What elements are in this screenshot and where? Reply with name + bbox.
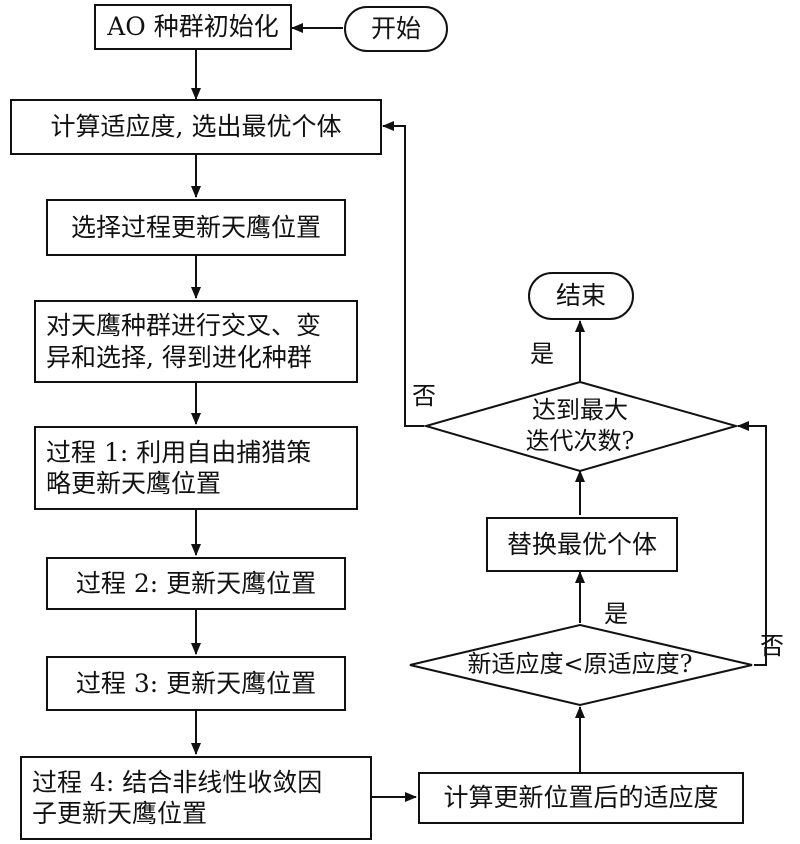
step1-line1: 过程 1: 利用自由捕猎策 (46, 437, 312, 467)
step2-box: 过程 2: 更新天鹰位置 (46, 557, 346, 610)
end-label: 结束 (555, 281, 606, 311)
init-box: AO 种群初始化 (94, 4, 292, 50)
evolve-line2: 异和选择, 得到进化种群 (46, 342, 312, 372)
init-label: AO 种群初始化 (107, 12, 279, 42)
replace-label: 替换最优个体 (506, 529, 657, 559)
maxiter-line2: 迭代次数? (525, 427, 635, 456)
evolve-line1: 对天鹰种群进行交叉、变 (46, 311, 322, 341)
select-box: 选择过程更新天鹰位置 (46, 199, 346, 256)
maxiter-text: 达到最大 迭代次数? (480, 395, 680, 457)
step1-box: 过程 1: 利用自由捕猎策 略更新天鹰位置 (34, 426, 358, 510)
step4-line1: 过程 4: 结合非线性收敛因 (32, 767, 323, 797)
step4-box: 过程 4: 结合非线性收敛因 子更新天鹰位置 (20, 756, 372, 840)
maxiter-decision-shape (422, 380, 740, 473)
end-terminal: 结束 (528, 272, 634, 320)
step1-line2: 略更新天鹰位置 (46, 469, 222, 498)
evolve-box: 对天鹰种群进行交叉、变 异和选择, 得到进化种群 (34, 300, 358, 383)
label-no-compare: 否 (760, 632, 784, 660)
edge-maxiter-no (382, 121, 424, 427)
step3-box: 过程 3: 更新天鹰位置 (46, 656, 346, 711)
label-no-loop: 否 (412, 382, 436, 410)
replace-box: 替换最优个体 (486, 517, 678, 572)
edge-compare-no (737, 421, 767, 666)
compute-new-box: 计算更新位置后的适应度 (418, 772, 744, 824)
maxiter-line1: 达到最大 (532, 396, 628, 424)
step2-label: 过程 2: 更新天鹰位置 (75, 568, 317, 598)
label-yes-replace: 是 (604, 600, 628, 628)
step4-line2: 子更新天鹰位置 (32, 799, 208, 828)
compute-new-label: 计算更新位置后的适应度 (443, 783, 719, 813)
start-label: 开始 (370, 14, 421, 44)
select-label: 选择过程更新天鹰位置 (70, 212, 321, 242)
label-yes-end: 是 (530, 340, 554, 368)
compare-label: 新适应度<原适应度? (467, 650, 693, 678)
start-terminal: 开始 (344, 6, 448, 52)
compare-text: 新适应度<原适应度? (440, 649, 720, 680)
fitness-label: 计算适应度, 选出最优个体 (50, 112, 342, 142)
step3-label: 过程 3: 更新天鹰位置 (75, 668, 317, 698)
fitness-box: 计算适应度, 选出最优个体 (10, 99, 382, 155)
compare-decision-shape (409, 623, 753, 707)
